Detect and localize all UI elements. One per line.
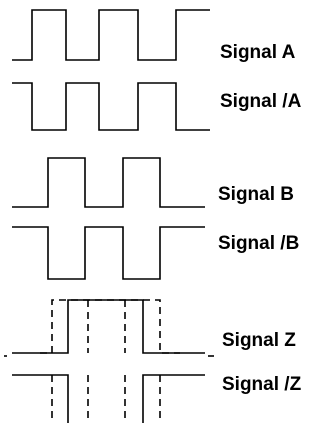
signal-z-dashed-waveform (40, 299, 180, 354)
signal-a-inverted-label: Signal /A (220, 91, 302, 112)
signal-a-label: Signal A (220, 42, 296, 63)
signal-a-waveform (12, 9, 210, 61)
signal-a-inverted-waveform (12, 82, 210, 131)
signal-b-waveform (12, 157, 205, 208)
signal-b-inverted-label: Signal /B (218, 233, 299, 254)
signal-b-label: Signal B (218, 184, 294, 205)
signal-z-waveform (12, 299, 205, 354)
signal-z-inverted-label: Signal /Z (222, 374, 302, 395)
signal-b-inverted-waveform (12, 226, 205, 280)
signal-z-inverted-waveform (12, 374, 205, 423)
signal-z-label: Signal Z (222, 330, 296, 351)
